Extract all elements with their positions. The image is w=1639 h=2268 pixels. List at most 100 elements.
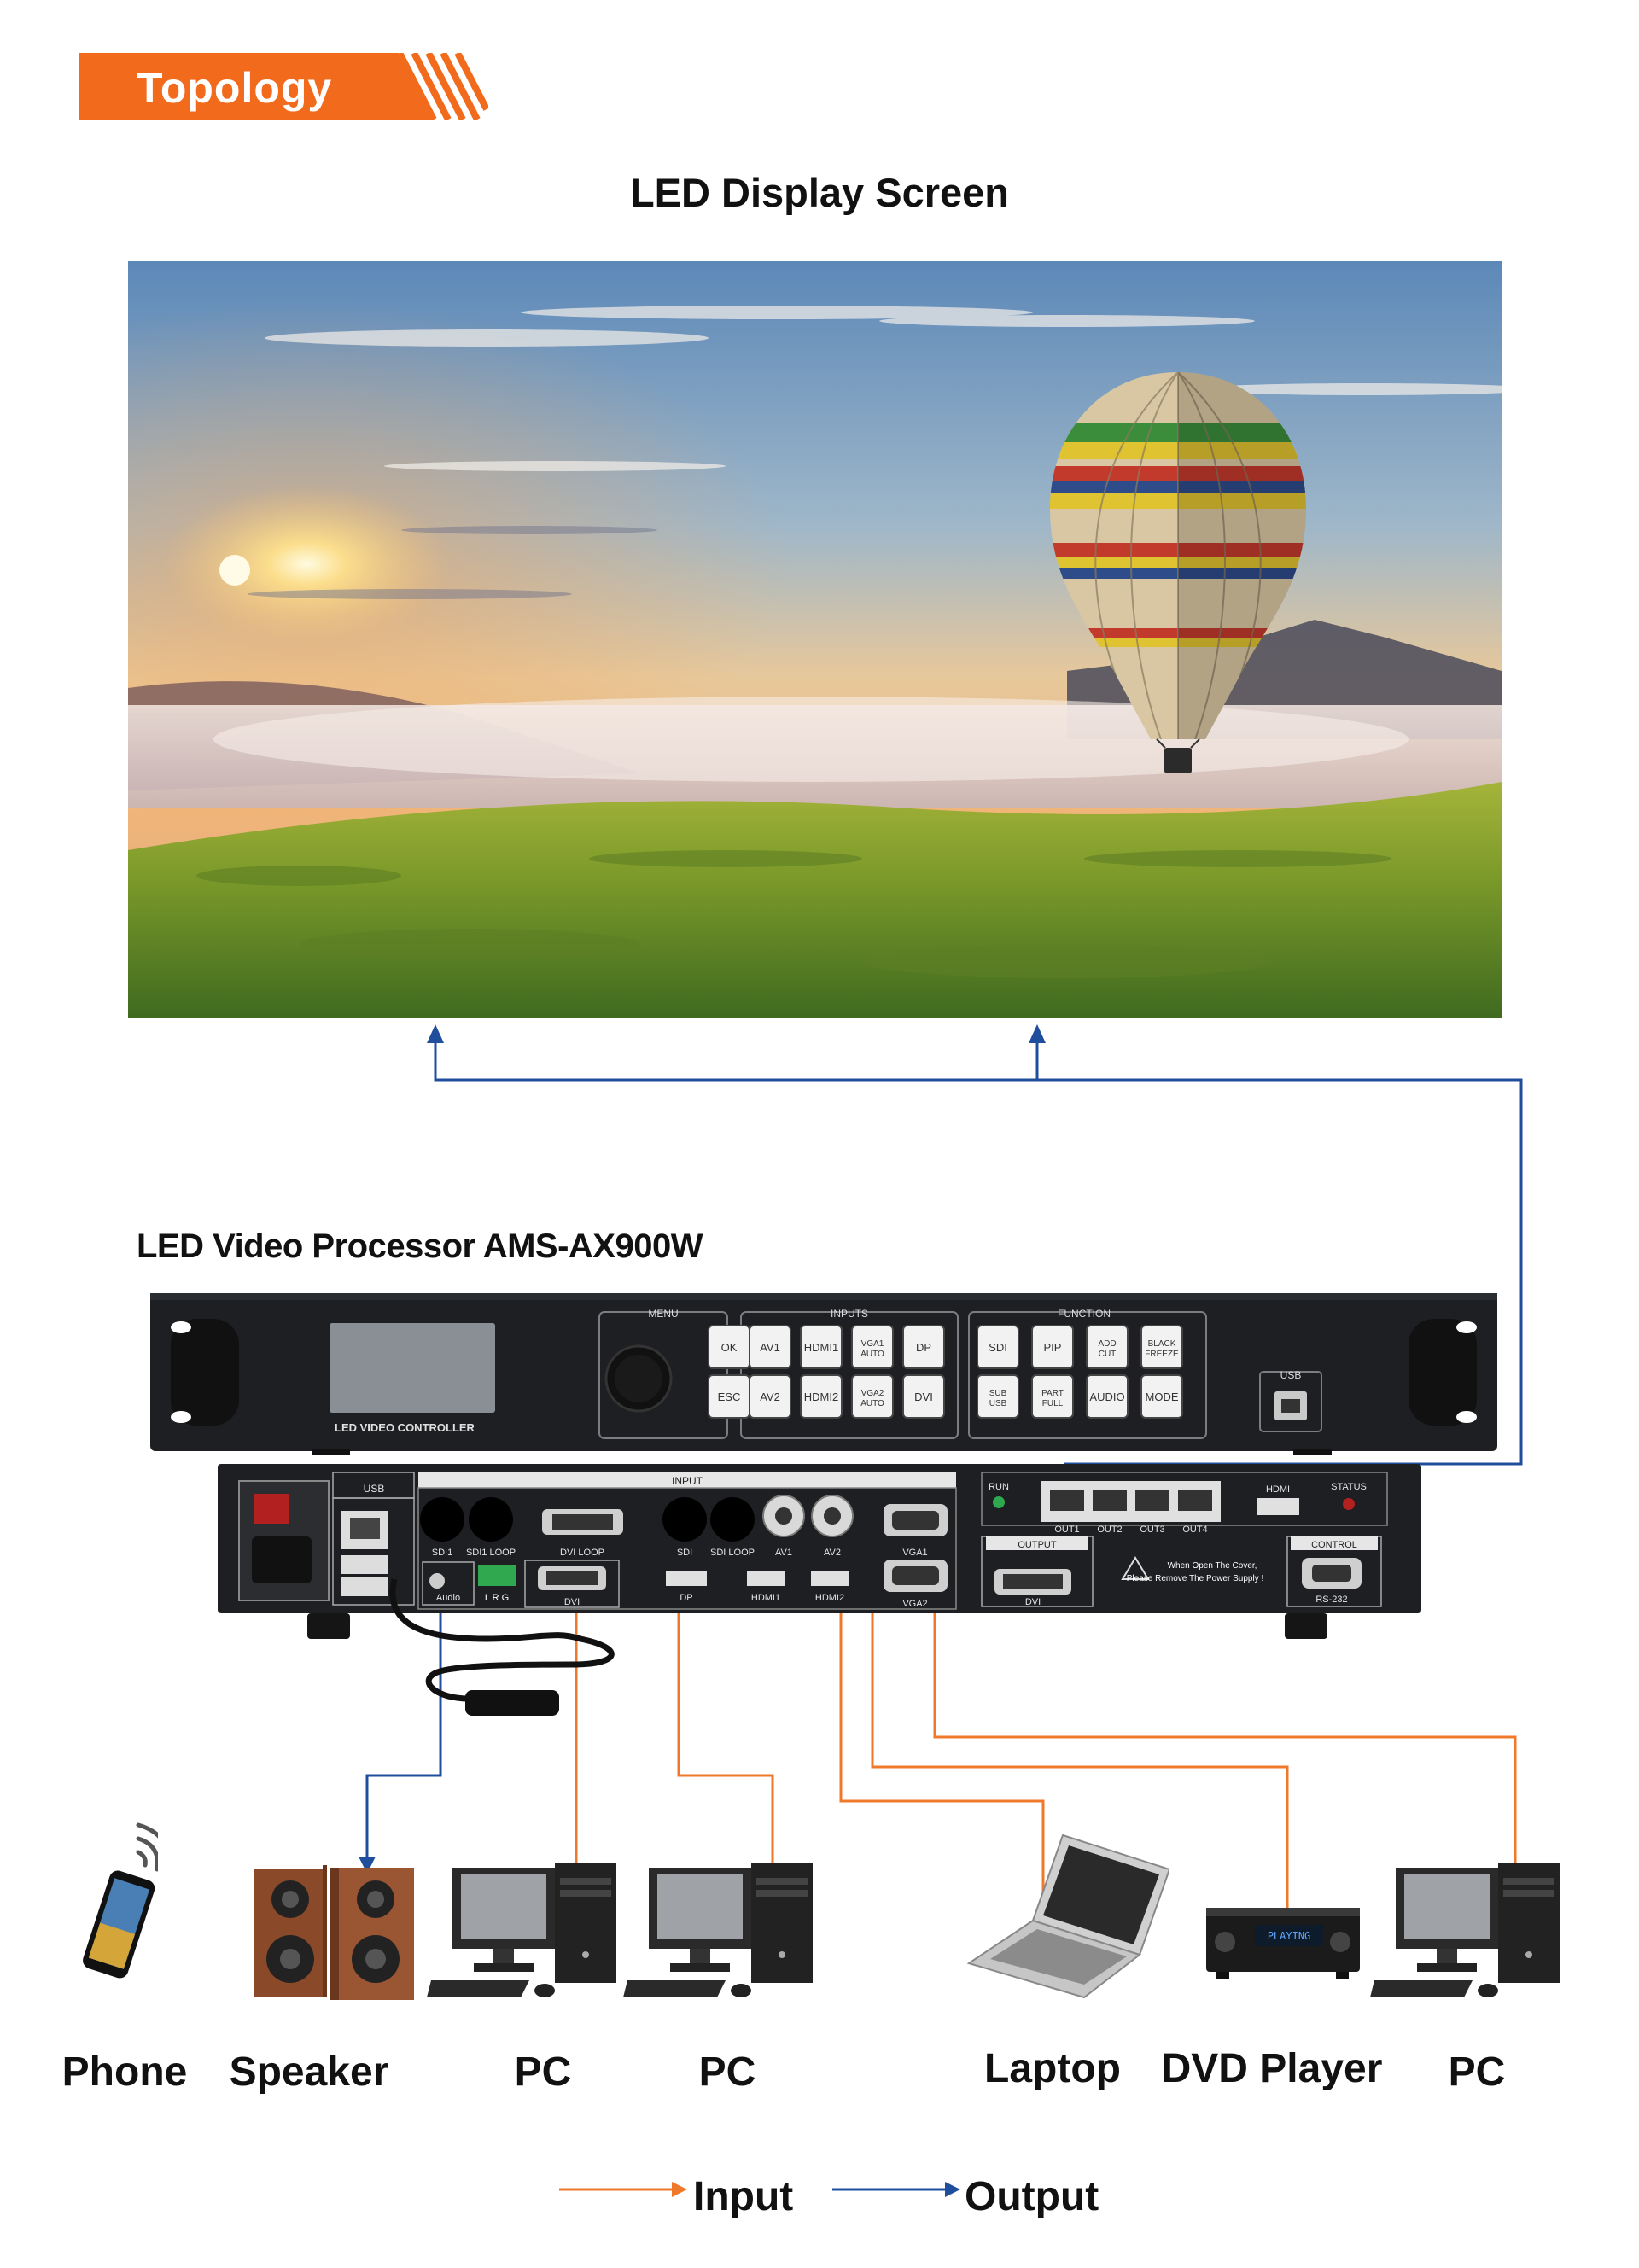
ok-button-label: OK (721, 1341, 738, 1354)
function-button-add-cut-label: ADD (1098, 1339, 1116, 1349)
dp-port (666, 1571, 707, 1586)
input-button-vga2-auto-label: VGA2 (861, 1389, 884, 1398)
device-label-dvd-player: DVD Player (1161, 2046, 1383, 2091)
desktop-pc-icon (427, 1863, 616, 1997)
legend-output-label: Output (965, 2174, 1099, 2219)
desktop-pc-icon (623, 1863, 813, 1997)
function-button-sub-usb[interactable] (977, 1374, 1019, 1419)
out-label-4: OUT4 (1182, 1525, 1207, 1535)
input-button-dvi[interactable] (902, 1374, 945, 1419)
audio-port (429, 1573, 445, 1589)
port-label-bottom-4: HDMI1 (751, 1593, 780, 1603)
port-label-bottom-3: DP (680, 1593, 692, 1603)
run-label: RUN (989, 1482, 1009, 1492)
input-button-av1-label: AV1 (760, 1341, 780, 1354)
input-button-av2[interactable] (749, 1374, 791, 1419)
function-button-part-full[interactable] (1031, 1374, 1074, 1419)
desktop-pc-icon (1370, 1863, 1560, 1997)
rear-usb-label: USB (364, 1483, 385, 1495)
input-button-hdmi1[interactable] (800, 1325, 843, 1369)
port-label-bottom-0: Audio (436, 1593, 460, 1603)
function-button-audio-label: AUDIO (1089, 1391, 1124, 1403)
dvd-display-text: PLAYING (1268, 1930, 1311, 1942)
input-button-vga1-auto[interactable] (851, 1325, 894, 1369)
input-button-hdmi2-label: HDMI2 (804, 1391, 838, 1403)
sdi-port (662, 1497, 707, 1542)
device-label-speaker: Speaker (229, 2049, 389, 2095)
input-button-vga2-auto-label: AUTO (860, 1399, 884, 1408)
input-button-av2-label: AV2 (760, 1391, 780, 1403)
function-button-black-freeze[interactable] (1140, 1325, 1183, 1369)
function-button-part-full-label: PART (1041, 1389, 1064, 1398)
laptop-icon (966, 1834, 1169, 1999)
function-group-label: FUNCTION (1058, 1308, 1111, 1320)
function-button-sdi[interactable] (977, 1325, 1019, 1369)
usb-port-2 (341, 1577, 388, 1596)
function-button-sub-usb-label: SUB (989, 1389, 1007, 1398)
smartphone-icon (83, 1822, 158, 1979)
function-button-mode[interactable] (1140, 1374, 1183, 1419)
usb-label: USB (1280, 1369, 1302, 1381)
input-button-hdmi2[interactable] (800, 1374, 843, 1419)
inputs-group-label: INPUTS (831, 1308, 868, 1320)
device-label-pc-3: PC (1448, 2049, 1506, 2095)
out-label-1: OUT1 (1054, 1525, 1079, 1535)
sdi1-loop-port (469, 1497, 513, 1542)
function-button-audio[interactable] (1086, 1374, 1129, 1419)
tag-background (79, 53, 488, 120)
output-arrow-speaker (359, 1857, 376, 1874)
device-label-pc-1: PC (514, 2049, 572, 2095)
port-label-2: DVI LOOP (560, 1548, 604, 1558)
usb-port-1 (341, 1555, 388, 1574)
function-button-mode-label: MODE (1146, 1391, 1179, 1403)
processor-title: LED Video Processor AMS-AX900W (137, 1227, 703, 1265)
usb-wifi-dongle (389, 1578, 615, 1716)
menu-group-label: MENU (648, 1308, 678, 1320)
dvd-player-icon: PLAYING (1206, 1908, 1360, 1979)
legend-input-label: Input (693, 2174, 794, 2219)
input-line-vga2-pc (933, 1588, 1517, 1865)
function-button-add-cut-label: CUT (1099, 1350, 1117, 1359)
rs232-label: RS-232 (1315, 1595, 1347, 1605)
screen-title: LED Display Screen (629, 170, 1010, 215)
out-label-2: OUT2 (1097, 1525, 1122, 1535)
input-button-dp[interactable] (902, 1325, 945, 1369)
section-title: Topology (137, 64, 333, 112)
output-dvi-label: DVI (1025, 1597, 1041, 1607)
control-label: CONTROL (1311, 1540, 1357, 1550)
brand-label: LED VIDEO CONTROLLER (335, 1421, 475, 1434)
output-arrow-1 (427, 1024, 444, 1043)
input-button-vga2-auto[interactable] (851, 1374, 894, 1419)
function-button-sdi-label: SDI (989, 1341, 1007, 1354)
function-button-black-freeze-label: FREEZE (1145, 1350, 1179, 1359)
speaker-icon (254, 1865, 414, 2000)
port-label-4: SDI LOOP (710, 1548, 755, 1558)
function-button-add-cut[interactable] (1086, 1325, 1129, 1369)
input-line-hdmi2-laptop (839, 1588, 1045, 1908)
right-handle (1409, 1319, 1477, 1426)
processor-front-panel: LED VIDEO CONTROLLER MENU INPUTS FUNCTIO… (150, 1293, 1497, 1455)
input-button-vga1-auto-label: AUTO (860, 1350, 884, 1359)
legend-input-arrow (559, 2182, 687, 2197)
port-label-bottom-1: L R G (485, 1593, 509, 1603)
sdi-loop-port (710, 1497, 755, 1542)
hdmi2-port (811, 1571, 849, 1586)
status-label: STATUS (1331, 1482, 1367, 1492)
device-label-laptop: Laptop (984, 2046, 1121, 2091)
port-label-1: SDI1 LOOP (466, 1548, 516, 1558)
function-button-pip[interactable] (1031, 1325, 1074, 1369)
hdmi1-port (747, 1571, 785, 1586)
warning-line-1: When Open The Cover, (1168, 1561, 1257, 1571)
power-inlet (252, 1536, 312, 1583)
hdmi-out-port (1257, 1498, 1299, 1515)
lcd-screen (330, 1323, 495, 1413)
device-label-pc-2: PC (698, 2049, 756, 2095)
device-label-phone: Phone (61, 2049, 188, 2095)
section-tag: Topology (79, 53, 488, 120)
output-line-speaker (365, 1579, 442, 1865)
port-label-bottom-2: DVI (564, 1597, 580, 1607)
port-label-5: AV1 (775, 1548, 792, 1558)
input-button-av1[interactable] (749, 1325, 791, 1369)
port-label-6: AV2 (824, 1548, 841, 1558)
